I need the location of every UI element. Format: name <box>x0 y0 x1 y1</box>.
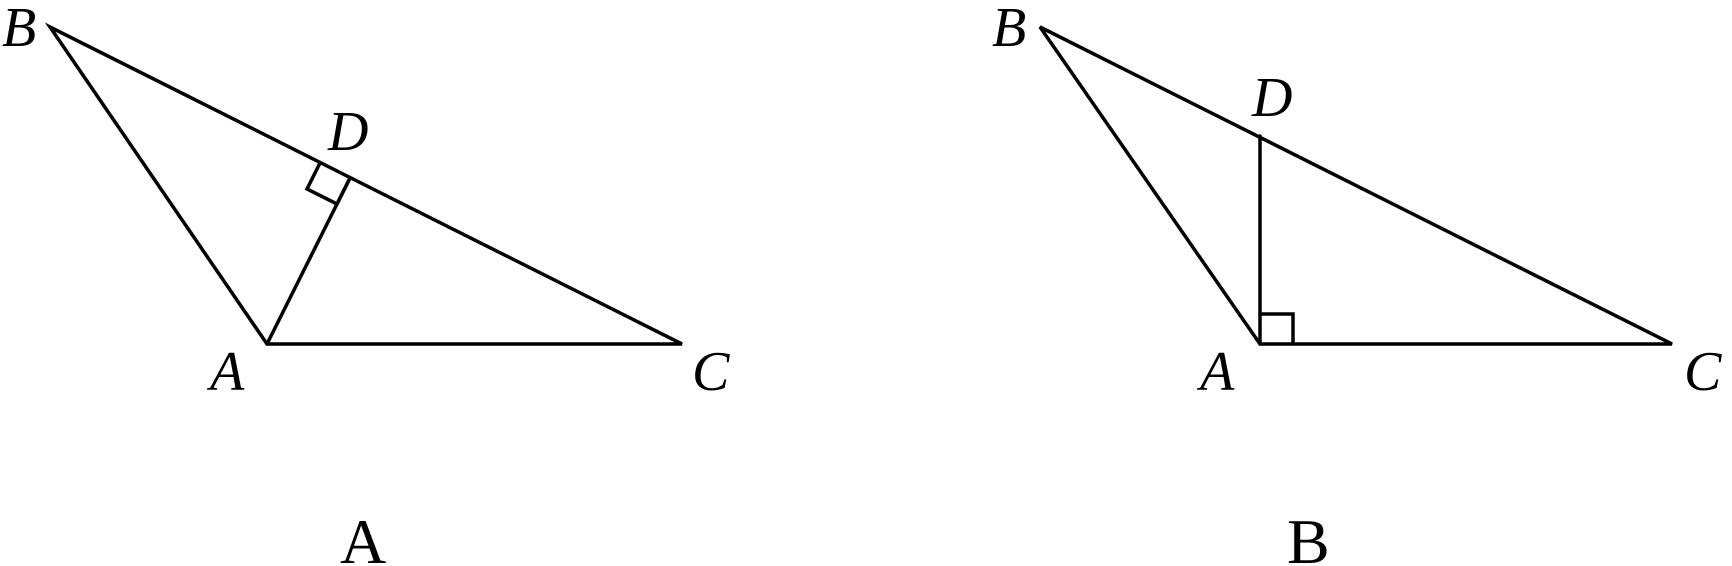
label-a-b: A <box>1196 341 1235 403</box>
label-b-b: B <box>992 0 1026 59</box>
segment-ad-a <box>265 176 352 346</box>
label-c-b: C <box>1684 341 1722 403</box>
figure-a: B A C D A <box>2 0 730 566</box>
label-c-a: C <box>692 341 730 403</box>
label-d-b: D <box>1251 67 1292 129</box>
right-angle-mark-a <box>1258 312 1295 346</box>
caption-b: B <box>1287 506 1330 566</box>
label-d-a: D <box>327 101 368 163</box>
caption-a: A <box>340 506 386 566</box>
figure-b: B A C D B <box>992 0 1722 566</box>
label-a-a: A <box>206 341 245 403</box>
triangle-abc-b <box>1038 25 1673 346</box>
right-angle-mark-d <box>304 161 352 207</box>
triangle-abc-a <box>44 22 683 346</box>
label-b-a: B <box>2 0 36 59</box>
